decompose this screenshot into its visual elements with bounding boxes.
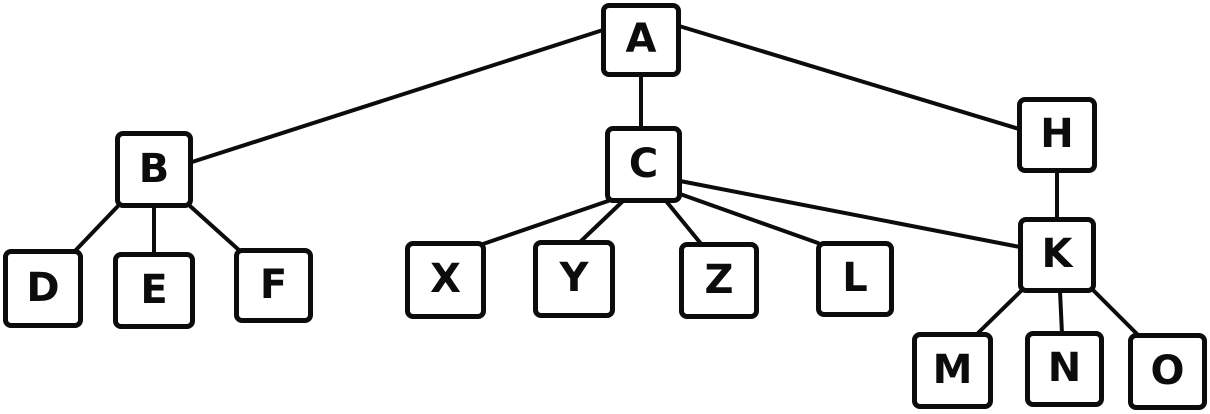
- edge-C-X: [481, 199, 610, 246]
- edge-C-K: [678, 179, 1022, 249]
- edge-B-F: [188, 204, 242, 253]
- node-label: B: [138, 145, 170, 192]
- node-label: K: [1041, 231, 1073, 277]
- edge-A-B: [190, 28, 605, 164]
- node-N: N: [1025, 331, 1104, 407]
- node-label: M: [932, 346, 973, 393]
- node-L: L: [816, 241, 894, 317]
- node-C: C: [605, 126, 682, 203]
- node-label: H: [1040, 111, 1074, 157]
- node-F: F: [234, 248, 313, 323]
- edge-C-Z: [664, 199, 704, 247]
- node-label: C: [628, 140, 659, 187]
- edge-K-M: [974, 289, 1023, 337]
- edge-B-D: [72, 204, 120, 254]
- node-label: E: [140, 266, 168, 313]
- node-label: N: [1047, 345, 1082, 391]
- node-label: Y: [559, 255, 589, 301]
- edge-C-Y: [577, 199, 625, 245]
- node-A: A: [601, 3, 681, 77]
- node-label: D: [26, 264, 60, 311]
- node-label: L: [842, 255, 868, 301]
- node-D: D: [3, 249, 83, 328]
- node-B: B: [115, 131, 193, 208]
- node-O: O: [1128, 333, 1207, 410]
- node-Z: Z: [679, 242, 759, 319]
- node-label: Z: [704, 256, 734, 303]
- node-label: X: [430, 256, 461, 302]
- node-Y: Y: [533, 240, 615, 318]
- edge-C-L: [678, 192, 820, 245]
- edge-K-O: [1092, 289, 1141, 338]
- node-label: A: [625, 16, 657, 62]
- node-H: H: [1017, 97, 1097, 173]
- edge-K-N: [1058, 289, 1064, 336]
- node-K: K: [1018, 217, 1096, 293]
- node-E: E: [113, 252, 195, 329]
- edge-A-H: [677, 24, 1021, 131]
- node-M: M: [912, 332, 993, 409]
- node-X: X: [405, 241, 486, 319]
- node-label: F: [259, 261, 288, 308]
- node-label: O: [1150, 347, 1185, 394]
